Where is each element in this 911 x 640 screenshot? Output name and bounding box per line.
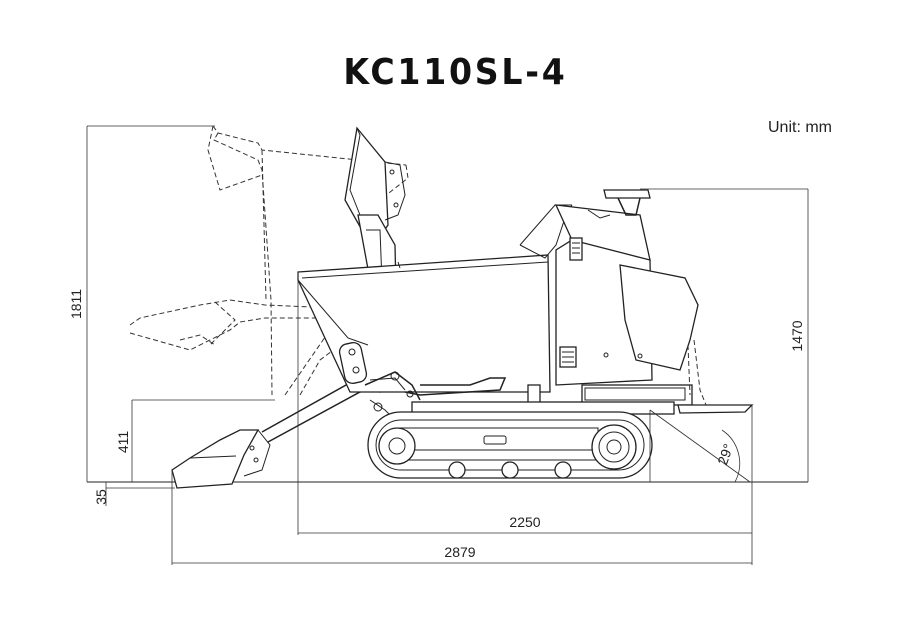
- model-title: KC110SL-4: [343, 52, 568, 93]
- dim-angle: 29°: [649, 409, 751, 483]
- dim-label-track-length: 2250: [509, 514, 540, 530]
- dim-label-angle: 29°: [714, 442, 736, 467]
- dim-dump-height: 411: [115, 399, 275, 482]
- dim-label-dump-height: 411: [115, 431, 131, 454]
- dim-overall-length: 2879: [171, 470, 752, 565]
- dim-max-height: 1811: [68, 125, 215, 482]
- dump-hopper: [297, 204, 573, 393]
- dim-overall-height: 1470: [640, 188, 809, 482]
- unit-label: Unit: mm: [768, 119, 832, 136]
- dim-label-overall-length: 2879: [444, 544, 475, 560]
- crawler-track: [367, 401, 675, 479]
- dim-label-ground-offset: 35: [93, 489, 109, 505]
- engine-housing: [527, 189, 754, 414]
- dim-ground-offset: 35: [93, 482, 175, 506]
- pivot-assembly: [338, 341, 507, 421]
- dim-track-length: 2250: [297, 272, 753, 565]
- dim-label-overall-height: 1470: [789, 320, 805, 351]
- dim-label-max-height: 1811: [68, 289, 84, 319]
